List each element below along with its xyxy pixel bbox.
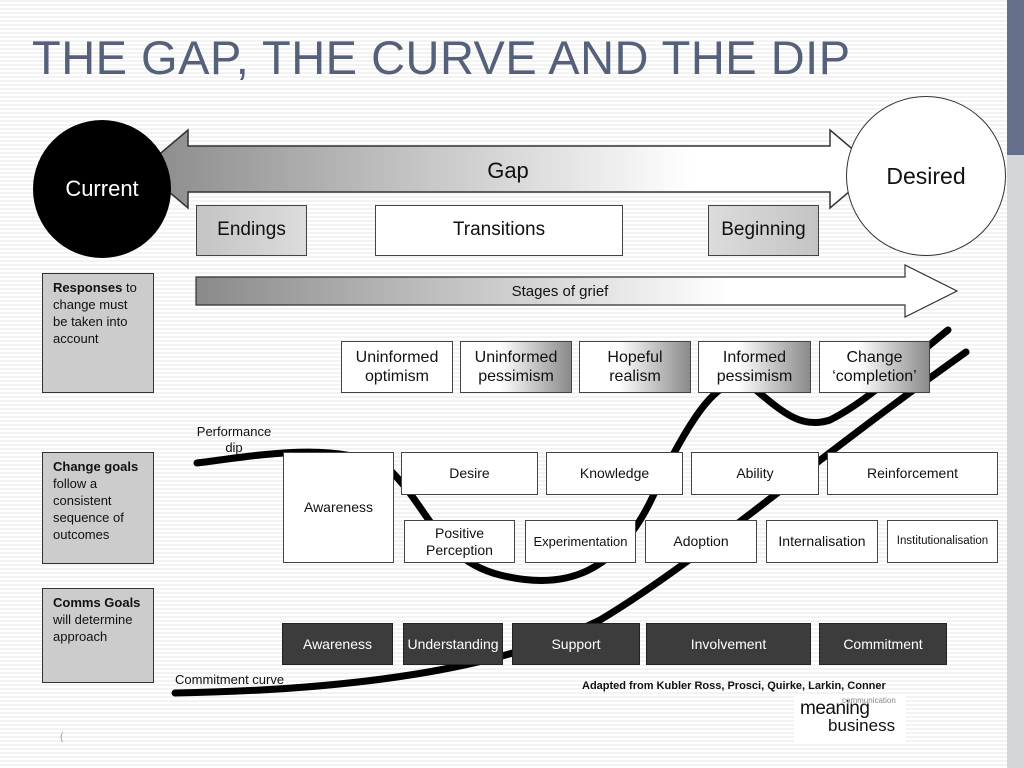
outcome-box: Institutionalisation [887, 520, 998, 563]
outcome-box: Ability [691, 452, 819, 495]
comms-goals-panel: Comms Goals will determine approach [42, 588, 154, 683]
footer-mark: ( [60, 732, 64, 743]
slide-title: THE GAP, THE CURVE AND THE DIP [32, 31, 851, 84]
outcome-box: Positive Perception [404, 520, 515, 563]
responses-text: to change must be taken into account [53, 280, 137, 346]
outcome-box: Adoption [645, 520, 757, 563]
desired-state-circle: Desired [846, 96, 1006, 256]
outcome-box: Knowledge [546, 452, 683, 495]
comms-box: Involvement [646, 623, 811, 665]
logo-line2: business [828, 716, 896, 735]
outcome-box: Desire [401, 452, 538, 495]
responses-bold: Responses [53, 280, 123, 295]
phase-endings: Endings [196, 205, 307, 256]
outcome-box: Experimentation [525, 520, 636, 563]
commitment-curve-label: Commitment curve [175, 672, 285, 687]
grief-stage-box: Hopeful realism [579, 341, 691, 393]
change-goals-bold: Change goals [53, 459, 139, 474]
comms-goals-bold: Comms Goals [53, 595, 141, 610]
meaning-business-logo: communication meaning business [794, 694, 906, 742]
grief-stage-box: Uninformed optimism [341, 341, 453, 393]
gap-label: Gap [487, 158, 529, 183]
slide-side-bar [1007, 0, 1024, 768]
slide-side-bar-accent [1007, 0, 1024, 155]
phase-transitions: Transitions [375, 205, 623, 256]
outcome-awareness-box: Awareness [283, 452, 394, 563]
comms-box: Understanding [403, 623, 503, 665]
comms-box: Awareness [282, 623, 393, 665]
change-goals-panel: Change goals follow a consistent sequenc… [42, 452, 154, 564]
desired-label: Desired [886, 162, 966, 189]
comms-box: Support [512, 623, 640, 665]
phase-beginning: Beginning [708, 205, 819, 256]
grief-stage-box: Change ‘completion’ [819, 341, 930, 393]
comms-goals-text: will determine approach [53, 611, 133, 644]
source-credit: Adapted from Kubler Ross, Prosci, Quirke… [582, 680, 886, 692]
logo-line1: meaning [800, 698, 870, 719]
performance-dip-label: Performance dip [196, 424, 272, 456]
comms-box: Commitment [819, 623, 947, 665]
stages-of-grief-arrow [195, 264, 959, 318]
current-state-circle: Current [33, 120, 171, 258]
grief-stage-box: Informed pessimism [698, 341, 811, 393]
outcome-box: Internalisation [766, 520, 878, 563]
grief-stage-box: Uninformed pessimism [460, 341, 572, 393]
stages-of-grief-label: Stages of grief [511, 283, 609, 300]
current-label: Current [65, 176, 139, 201]
change-goals-text: follow a consistent sequence of outcomes [53, 475, 124, 542]
responses-panel: Responses to change must be taken into a… [42, 273, 154, 393]
outcome-box: Reinforcement [827, 452, 998, 495]
logo-small-text: communication [842, 696, 896, 705]
